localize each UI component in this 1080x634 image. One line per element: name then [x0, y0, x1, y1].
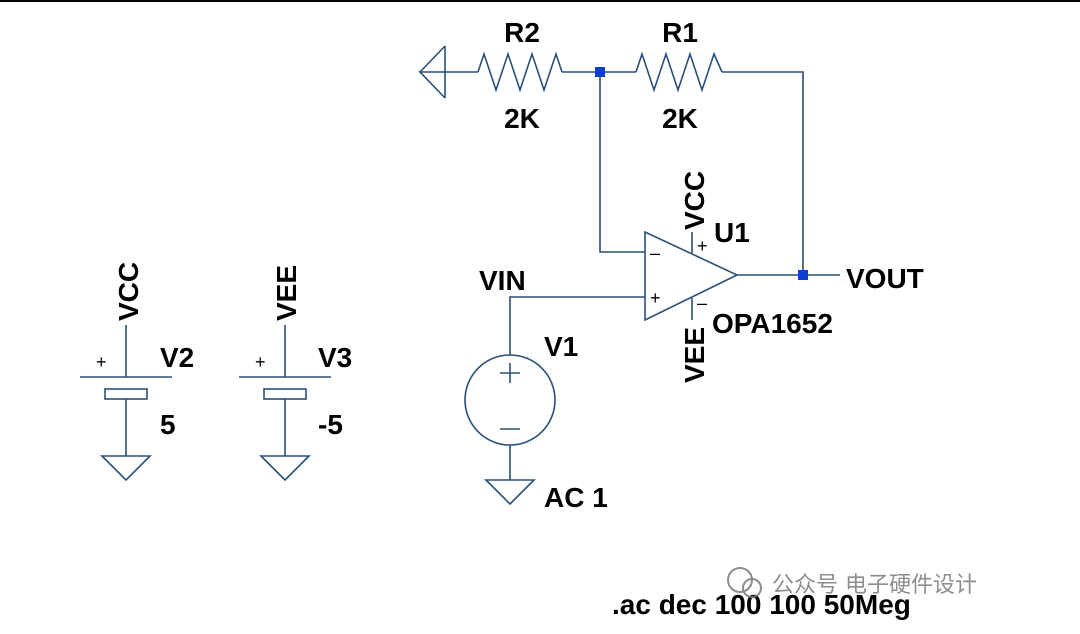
v2-net-label: VCC — [113, 262, 144, 321]
v3-net-label: VEE — [271, 265, 302, 321]
v2-plus-sign: + — [96, 352, 107, 372]
u1-model: OPA1652 — [712, 308, 833, 339]
opamp-supply-plus-sign: + — [697, 236, 708, 256]
watermark: 公众号 电子硬件设计 — [727, 567, 977, 598]
r1-zigzag — [635, 51, 723, 93]
ground-symbol-v1 — [484, 479, 536, 506]
v2-dc-source[interactable]: + — [80, 325, 172, 482]
vout-label: VOUT — [846, 263, 924, 294]
u1-ref: U1 — [714, 217, 750, 248]
r1-value: 2K — [662, 103, 698, 134]
v2-ref: V2 — [160, 342, 194, 373]
u1-vee-label: VEE — [679, 327, 710, 383]
wire-feedback-to-inverting — [599, 72, 645, 253]
v1-ref: V1 — [544, 331, 578, 362]
v1-ac-source[interactable] — [464, 354, 556, 506]
junction-dot-feedback — [595, 67, 605, 77]
v3-value: -5 — [318, 409, 343, 440]
v3-dc-source[interactable]: + — [239, 325, 331, 482]
wire-vin-to-noninverting — [509, 296, 645, 355]
v3-plate-short — [263, 388, 307, 400]
u1-vcc-label: VCC — [679, 171, 710, 230]
v2-value: 5 — [160, 409, 176, 440]
opamp-supply-minus-sign: – — [697, 293, 707, 313]
ground-symbol-v3 — [259, 455, 311, 482]
ground-symbol-left-lower — [419, 45, 446, 73]
opamp-noninverting-sign: + — [650, 288, 661, 308]
v3-ref: V3 — [318, 342, 352, 373]
r2-ref: R2 — [504, 17, 540, 48]
wire-r1-to-vout — [722, 71, 804, 275]
v3-plus-sign: + — [255, 352, 266, 372]
r1-ref: R1 — [662, 17, 698, 48]
r2-resistor[interactable] — [418, 45, 600, 99]
junction-dot-vout — [798, 270, 808, 280]
r2-zigzag — [477, 51, 563, 93]
vin-label: VIN — [479, 265, 526, 296]
opamp-u1[interactable]: – + + – — [644, 230, 739, 322]
wechat-icon-second-bubble — [742, 578, 762, 598]
ground-symbol-left-upper — [418, 71, 446, 99]
watermark-text: 公众号 电子硬件设计 — [772, 573, 977, 598]
r2-value: 2K — [504, 103, 540, 134]
v1-value: AC 1 — [544, 482, 608, 513]
ground-symbol-v2 — [100, 455, 152, 482]
v2-plate-short — [104, 388, 148, 400]
opamp-inverting-sign: – — [650, 243, 660, 263]
spice-ac-directive[interactable]: .ac dec 100 100 50Meg — [612, 589, 911, 620]
opamp-triangle — [644, 230, 739, 322]
r1-resistor[interactable] — [600, 51, 804, 275]
